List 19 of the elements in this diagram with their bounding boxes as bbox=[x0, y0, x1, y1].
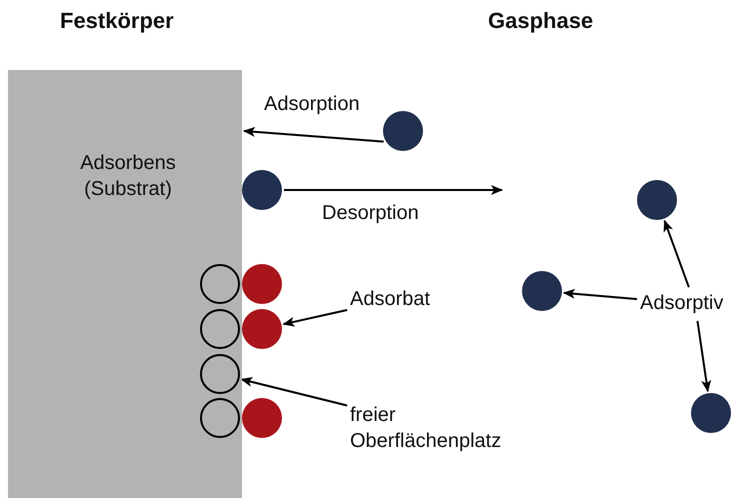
vacant-site-circle bbox=[200, 264, 240, 304]
column-heading: Gasphase bbox=[488, 8, 594, 34]
column-heading: Festkörper bbox=[60, 8, 174, 34]
solid-block bbox=[8, 70, 242, 498]
callout-text: Adsorptiv bbox=[640, 290, 750, 318]
gas-particle-circle bbox=[637, 180, 677, 220]
vacant-site-circle bbox=[200, 354, 240, 394]
vacant-site-circle bbox=[200, 398, 240, 438]
adsorbate-particle-circle bbox=[242, 264, 282, 304]
gas-particle-circle bbox=[522, 271, 562, 311]
substrate-label: Adsorbens (Substrat) bbox=[79, 151, 177, 202]
adsorbate-particle-circle bbox=[242, 398, 282, 438]
adsorbate-particle-circle bbox=[242, 309, 282, 349]
gas-particle-circle bbox=[242, 170, 282, 210]
callout-text: Adsorbat bbox=[350, 286, 434, 314]
vacant-site-circle bbox=[200, 309, 240, 349]
gas-particle-circle bbox=[383, 111, 423, 151]
gas-particle-circle bbox=[691, 393, 731, 433]
callout-text: freier Oberflächenplatz bbox=[350, 402, 550, 460]
